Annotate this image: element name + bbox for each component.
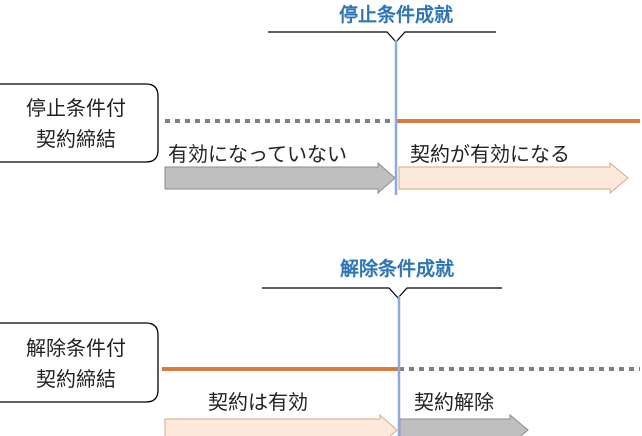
resolutory-before-arrow — [164, 413, 398, 436]
suspensive-event-bracket — [268, 31, 496, 43]
resolutory-section: 解除条件成就 解除条件付 契約締結 契約は有効 契約解除 — [0, 257, 640, 436]
suspensive-after-arrow — [398, 161, 629, 195]
resolutory-after-arrow — [399, 413, 529, 436]
suspensive-before-label: 有効になっていない — [168, 142, 347, 166]
resolutory-event-bracket — [262, 287, 502, 299]
resolutory-before-label: 契約は有効 — [208, 390, 308, 414]
suspensive-section: 停止条件成就 停止条件付 契約締結 有効になっていない 契約が有効になる — [0, 3, 640, 195]
resolutory-contract-callout — [0, 322, 159, 403]
suspensive-contract-callout — [0, 83, 159, 163]
suspensive-contract-line2: 契約締結 — [36, 127, 116, 151]
suspensive-before-arrow — [164, 161, 396, 195]
suspensive-after-label: 契約が有効になる — [410, 142, 570, 166]
suspensive-contract-line1: 停止条件付 — [26, 96, 126, 120]
resolutory-contract-line1: 解除条件付 — [26, 336, 126, 360]
suspensive-event-title: 停止条件成就 — [339, 3, 453, 26]
resolutory-after-label: 契約解除 — [414, 390, 494, 414]
resolutory-contract-line2: 契約締結 — [36, 367, 116, 391]
resolutory-event-title: 解除条件成就 — [340, 257, 454, 280]
